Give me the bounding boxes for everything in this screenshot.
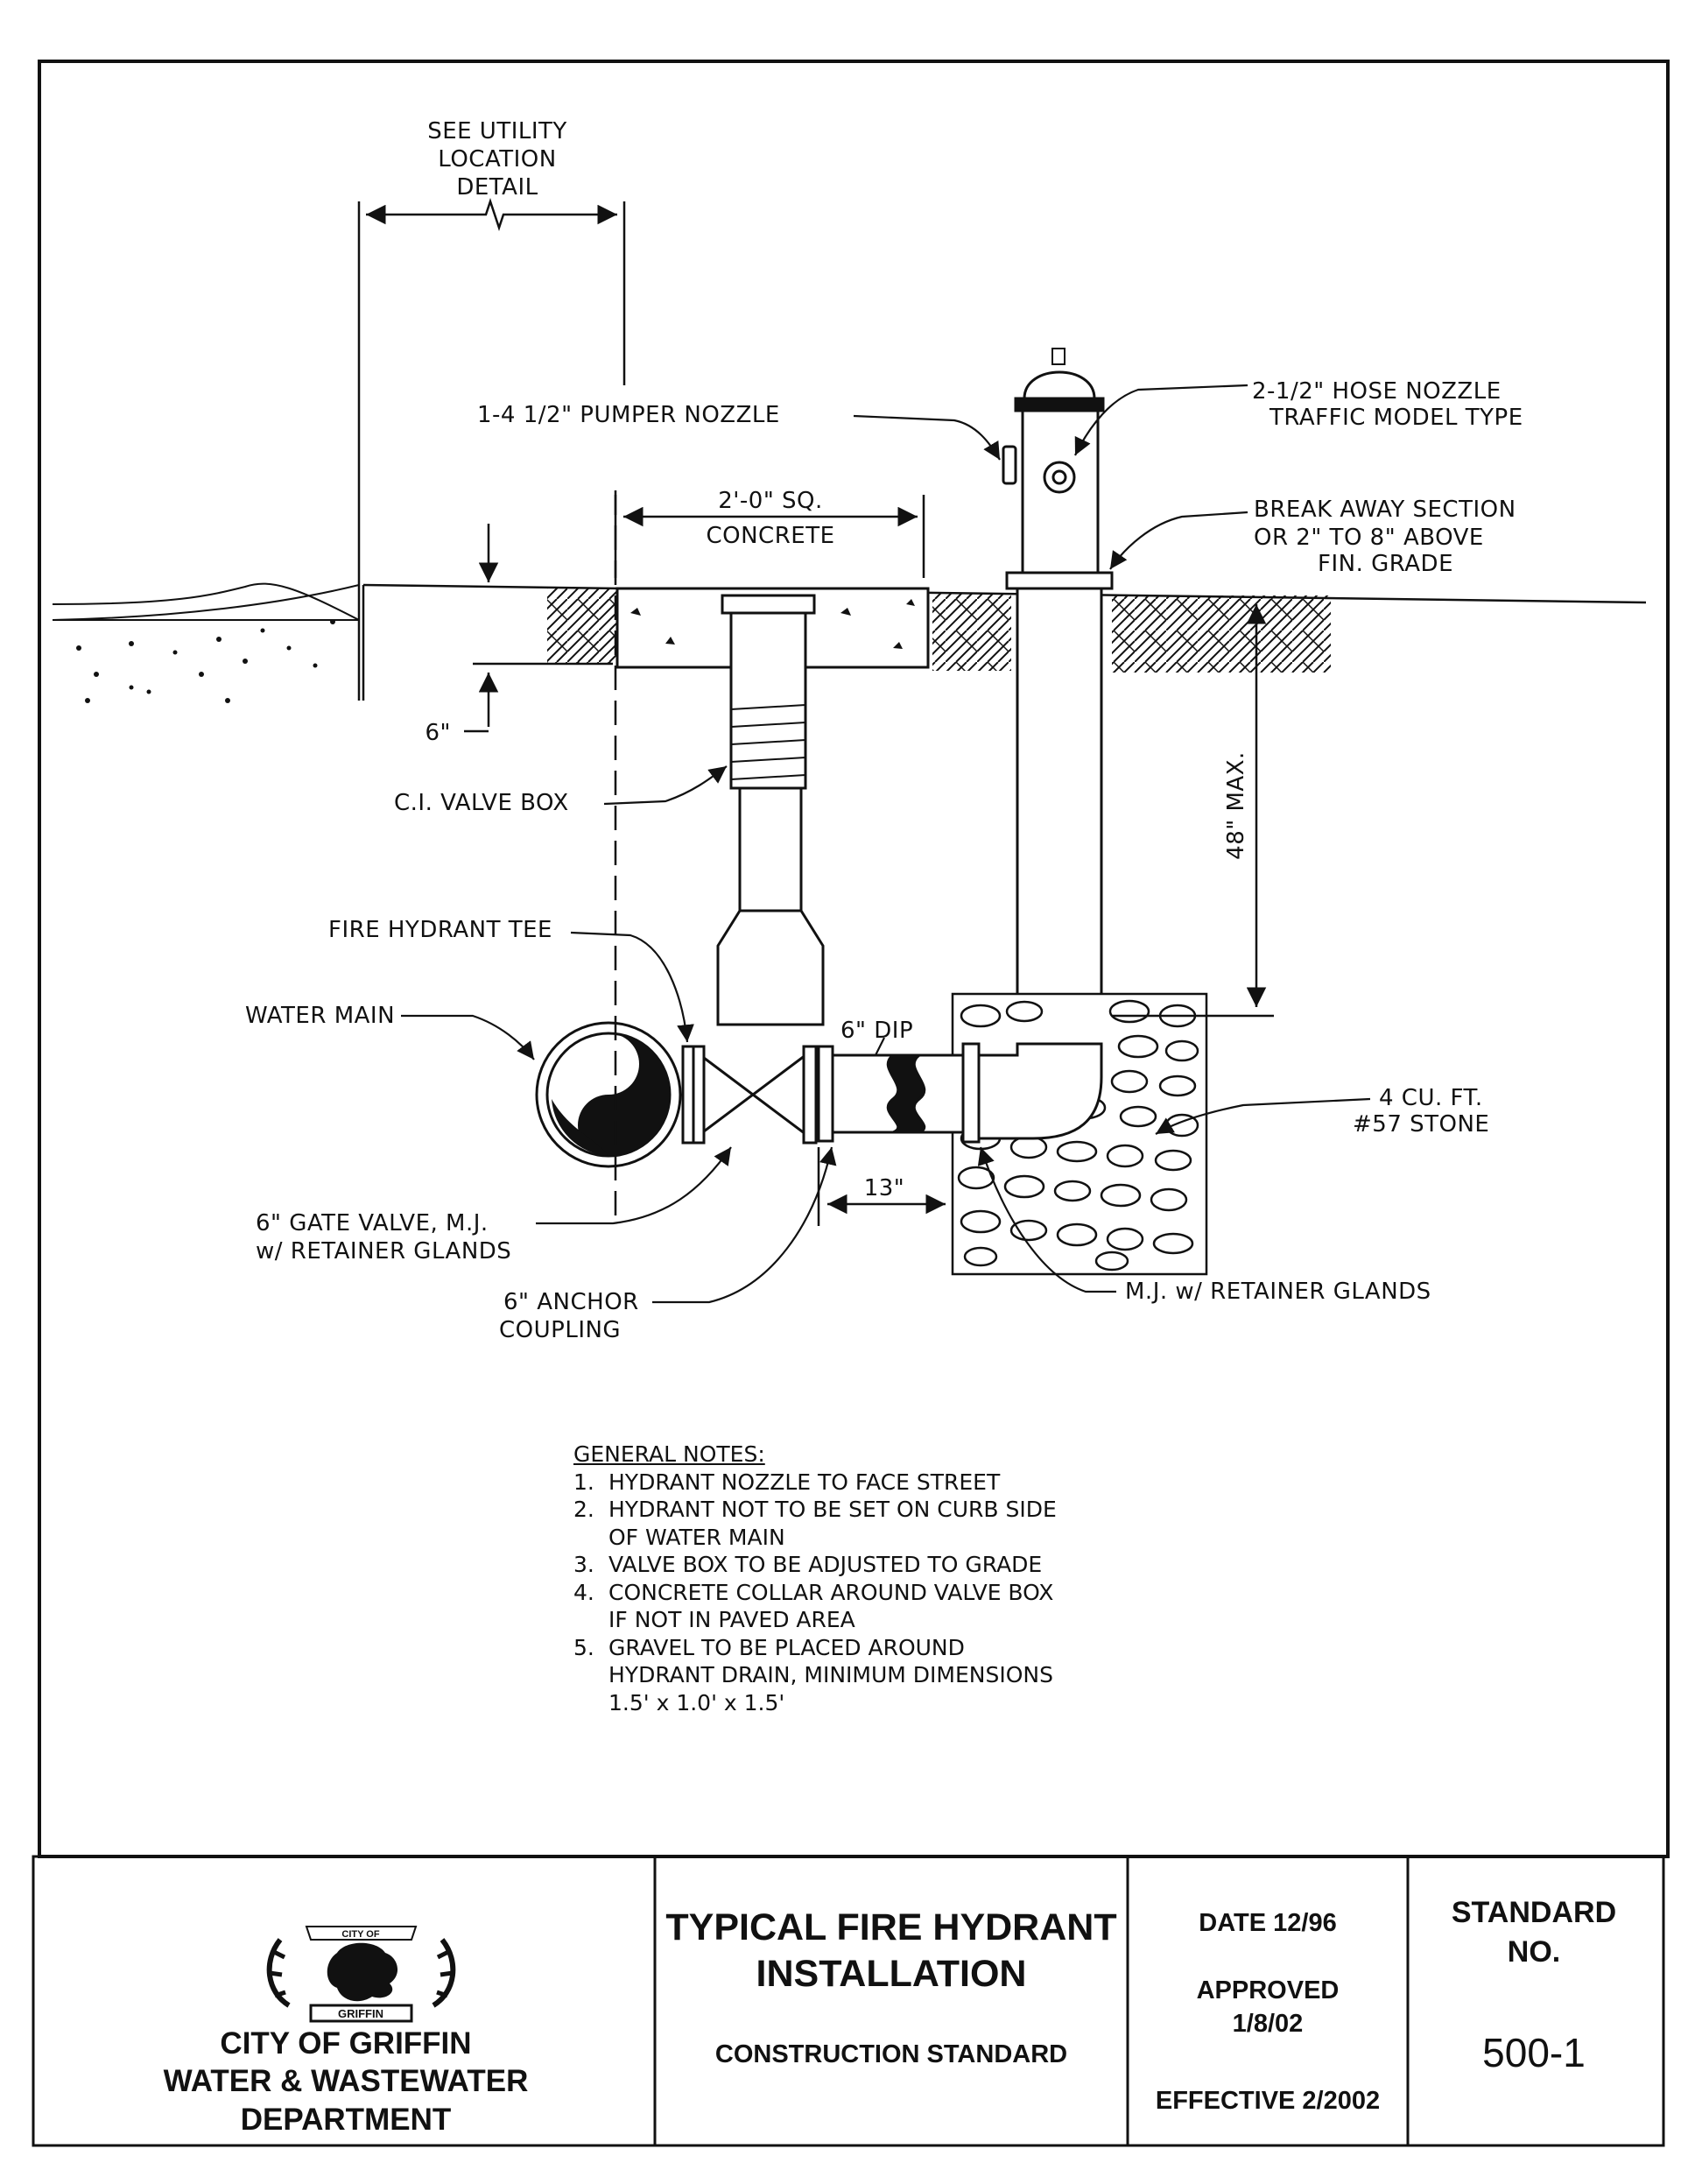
anchor-coupling-label-1: 6" ANCHOR — [503, 1289, 639, 1315]
org-line-3: DEPARTMENT — [241, 2103, 451, 2137]
concrete-label: CONCRETE — [706, 523, 834, 549]
valve-box — [716, 594, 825, 1026]
svg-text:DETAIL: DETAIL — [456, 174, 538, 201]
drawing-title-1: TYPICAL FIRE HYDRANT — [665, 1906, 1116, 1948]
depth-dimension — [1112, 604, 1274, 1018]
gate-valve-label-2: w/ RETAINER GLANDS — [256, 1238, 511, 1265]
gate-valve-label-1: 6" GATE VALVE, M.J. — [256, 1210, 489, 1236]
thirteen-inch-label: 13" — [864, 1175, 905, 1201]
standard-number: 500-1 — [1482, 2030, 1586, 2075]
hatched-soil-left — [547, 588, 617, 663]
breakaway-label-1: BREAK AWAY SECTION — [1254, 497, 1516, 523]
soil-dots — [76, 619, 335, 703]
fire-hydrant — [1002, 348, 1114, 1046]
thirteen-inch-dimension — [817, 1147, 946, 1226]
note-item: 5.GRAVEL TO BE PLACED AROUND HYDRANT DRA… — [573, 1634, 1053, 1715]
general-notes: GENERAL NOTES: 1.HYDRANT NOZZLE TO FACE … — [573, 1441, 1186, 1716]
breakaway-label-2: OR 2" TO 8" ABOVE — [1254, 525, 1484, 551]
hydrant-tee-label: FIRE HYDRANT TEE — [328, 917, 552, 943]
title-block — [32, 1855, 1665, 2147]
dip-label: 6" DIP — [840, 1018, 913, 1044]
concrete-dimension — [614, 495, 925, 578]
hatched-soil-right — [1112, 595, 1331, 673]
general-notes-heading: GENERAL NOTES: — [573, 1441, 765, 1467]
hose-nozzle-label: 2-1/2" HOSE NOZZLE — [1252, 378, 1502, 405]
city-seal-icon: CITY OF GRIFFIN — [266, 1926, 456, 2023]
concrete-size-label: 2'-0" SQ. — [718, 488, 823, 514]
hose-nozzle-type-label: TRAFFIC MODEL TYPE — [1269, 405, 1523, 431]
note-item: 4.CONCRETE COLLAR AROUND VALVE BOX IF NO… — [573, 1579, 1054, 1633]
hydrant-shoe-elbow — [961, 1042, 1103, 1144]
anchor-coupling-label-2: COUPLING — [499, 1317, 621, 1343]
approved-date: 1/8/02 — [1233, 2010, 1304, 2038]
dip-pipe — [817, 1045, 965, 1143]
utility-dimension — [357, 198, 626, 701]
svg-text:GRIFFIN: GRIFFIN — [338, 2007, 383, 2020]
effective-date: EFFECTIVE 2/2002 — [1156, 2087, 1380, 2115]
hatched-soil-mid — [932, 594, 1011, 671]
svg-text:CITY OF: CITY OF — [341, 1929, 379, 1940]
six-inch-label: 6" — [425, 720, 451, 746]
svg-text:LOCATION: LOCATION — [438, 146, 556, 173]
stone-label-1: 4 CU. FT. — [1379, 1085, 1483, 1111]
leader-lines — [401, 384, 1371, 1304]
note-item: 3.VALVE BOX TO BE ADJUSTED TO GRADE — [573, 1552, 1043, 1577]
mj-retainer-label: M.J. w/ RETAINER GLANDS — [1125, 1279, 1431, 1305]
water-main-label: WATER MAIN — [245, 1003, 395, 1029]
org-line-1: CITY OF GRIFFIN — [220, 2026, 471, 2061]
note-item: 1.HYDRANT NOZZLE TO FACE STREET — [573, 1469, 1001, 1495]
drawing-title-2: INSTALLATION — [756, 1953, 1027, 1995]
valve-box-label: C.I. VALVE BOX — [394, 790, 569, 816]
svg-text:SEE UTILITY: SEE UTILITY — [427, 118, 567, 144]
utility-label: SEE UTILITY LOCATION DETAIL — [427, 118, 567, 201]
breakaway-label-3: FIN. GRADE — [1318, 551, 1453, 577]
water-main — [535, 1021, 695, 1168]
standard-label: STANDARD — [1452, 1896, 1616, 1929]
six-inch-dimension — [464, 524, 613, 733]
standard-no-label: NO. — [1508, 1935, 1560, 1969]
stone-label-2: #57 STONE — [1353, 1111, 1489, 1138]
pumper-nozzle-label: 1-4 1/2" PUMPER NOZZLE — [477, 402, 780, 428]
approved-label: APPROVED — [1197, 1976, 1340, 2004]
org-line-2: WATER & WASTEWATER — [164, 2064, 529, 2098]
gate-valve — [690, 1045, 818, 1145]
drawing-subtitle: CONSTRUCTION STANDARD — [715, 2040, 1067, 2068]
depth-label: 48" MAX. — [1223, 751, 1249, 860]
note-item: 2.HYDRANT NOT TO BE SET ON CURB SIDE OF … — [573, 1497, 1057, 1550]
date-label: DATE 12/96 — [1199, 1909, 1336, 1937]
